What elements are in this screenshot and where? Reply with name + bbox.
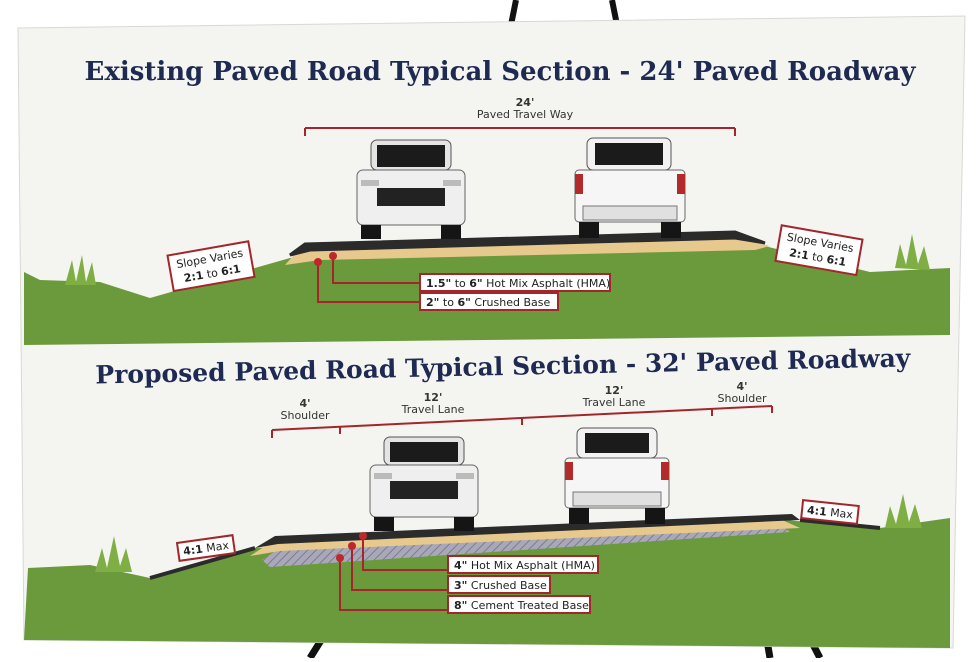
proposed-crushed-base <box>250 520 800 556</box>
proposed-callout-dot <box>348 542 356 550</box>
svg-text:Travel Lane: Travel Lane <box>401 403 465 416</box>
svg-text:8" Cement Treated Base: 8" Cement Treated Base <box>454 599 589 612</box>
svg-text:4': 4' <box>736 380 747 393</box>
truck-front-icon <box>369 436 479 531</box>
svg-text:4:1 Max: 4:1 Max <box>182 539 230 558</box>
grass-tuft-icon <box>95 536 132 572</box>
proposed-slope-edge-right <box>799 518 881 530</box>
svg-text:4:1 Max: 4:1 Max <box>806 504 854 522</box>
existing-layer-hma: 1.5" to 6" Hot Mix Asphalt (HMA) <box>419 273 611 292</box>
existing-callout-leaders <box>317 256 420 303</box>
proposed-section: Proposed Paved Road Typical Section - 32… <box>24 343 950 648</box>
svg-text:Shoulder: Shoulder <box>281 409 330 422</box>
svg-text:3" Crushed Base: 3" Crushed Base <box>454 579 547 592</box>
svg-text:2:1 to 6:1: 2:1 to 6:1 <box>788 246 847 269</box>
existing-asphalt <box>289 230 766 257</box>
svg-text:4': 4' <box>299 397 310 410</box>
existing-crushed-base <box>285 236 770 265</box>
existing-title: Existing Paved Road Typical Section - 24… <box>85 57 917 87</box>
existing-callout-dot <box>314 258 322 266</box>
proposed-callout-dot <box>359 532 367 540</box>
svg-text:1.5" to 6" Hot Mix Asphalt (HM: 1.5" to 6" Hot Mix Asphalt (HMA) <box>426 277 610 290</box>
proposed-callout-dot <box>336 554 344 562</box>
grass-tuft-icon <box>65 255 96 285</box>
proposed-segment-labels: 4' Shoulder 12' Travel Lane 12' Travel L… <box>281 380 767 422</box>
existing-layer-crushed-base: 2" to 6" Crushed Base <box>419 292 559 311</box>
svg-text:4" Hot Mix Asphalt (HMA): 4" Hot Mix Asphalt (HMA) <box>454 559 595 572</box>
proposed-layer-hma: 4" Hot Mix Asphalt (HMA) <box>447 555 599 574</box>
svg-text:2:1 to 6:1: 2:1 to 6:1 <box>183 262 242 285</box>
proposed-slope-label-left: 4:1 Max <box>175 534 237 562</box>
existing-slope-label-left: Slope Varies 2:1 to 6:1 <box>166 240 256 293</box>
grass-tuft-icon <box>895 234 930 270</box>
grass-tuft-icon <box>885 494 922 528</box>
existing-section: Existing Paved Road Typical Section - 24… <box>24 57 950 345</box>
svg-text:12': 12' <box>424 391 443 404</box>
proposed-layer-cement-treated-base: 8" Cement Treated Base <box>447 595 591 614</box>
existing-width-label: Paved Travel Way <box>477 108 574 121</box>
existing-callout-dot <box>329 252 337 260</box>
proposed-slope-label-right: 4:1 Max <box>800 499 860 525</box>
truck-rear-icon <box>564 427 670 524</box>
proposed-slope-edge-left <box>149 546 256 580</box>
truck-front-icon <box>356 139 466 239</box>
existing-dimension-line <box>304 127 736 136</box>
proposed-layer-crushed-base: 3" Crushed Base <box>447 575 551 594</box>
truck-rear-icon <box>574 137 686 238</box>
existing-slope-label-right: Slope Varies 2:1 to 6:1 <box>774 224 864 277</box>
svg-text:2" to 6" Crushed Base: 2" to 6" Crushed Base <box>426 296 550 309</box>
proposed-callout-leaders <box>339 536 448 611</box>
existing-width-value: 24' <box>516 96 535 109</box>
proposed-cement-treated-base <box>262 524 790 567</box>
svg-text:12': 12' <box>605 384 624 397</box>
svg-text:Travel Lane: Travel Lane <box>582 396 646 409</box>
svg-text:Shoulder: Shoulder <box>718 392 767 405</box>
proposed-dimension-line <box>271 405 773 438</box>
